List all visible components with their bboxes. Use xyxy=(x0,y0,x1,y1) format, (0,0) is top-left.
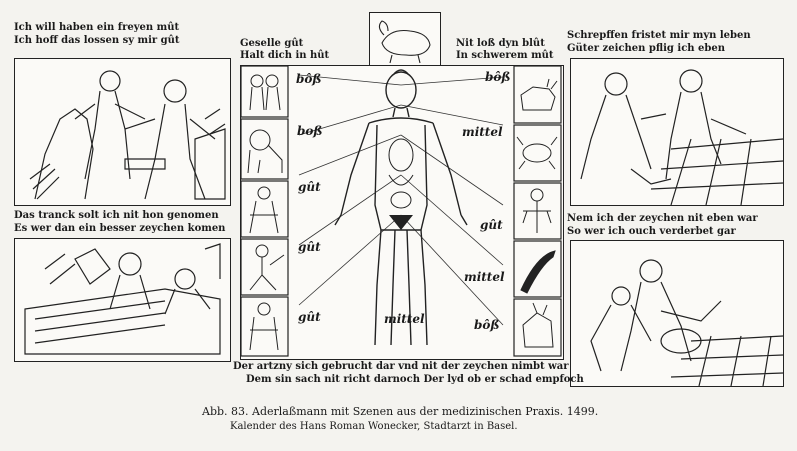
zodiac-libra-icon xyxy=(522,188,552,233)
zodiac-capricorn-icon xyxy=(522,302,554,348)
bloodletting-scene-illustration xyxy=(29,70,226,200)
figure-caption-line2: Kalender des Hans Roman Wonecker, Stadta… xyxy=(230,421,518,432)
bloodletting-man-frame xyxy=(240,65,564,360)
label-mittel-right-lower: mittel xyxy=(464,270,505,284)
verse-bottom-1: Der artzny sich gebrucht dar vnd nit der… xyxy=(233,361,569,372)
label-gut-left-2: gût xyxy=(298,240,321,254)
label-bos-bottom-right: bôß xyxy=(474,318,500,332)
verse-top-right-2: Güter zeichen pflig ich eben xyxy=(567,43,726,54)
label-gut-bottom-left: gût xyxy=(298,310,321,324)
verse-center-left-1: Geselle gût xyxy=(240,38,304,49)
verse-bottom-2: Dem sin sach nit richt darnoch Der lyd o… xyxy=(246,374,584,385)
label-bos-top-left: bôß xyxy=(296,72,322,86)
zodiac-sagittarius-icon xyxy=(249,244,285,291)
zodiac-left-svg xyxy=(240,65,289,357)
loincloth xyxy=(389,215,413,230)
scene-cupping-panel xyxy=(570,58,784,206)
cupping-scene-illustration xyxy=(580,69,783,205)
zodiac-right-svg xyxy=(513,65,562,357)
physician-scene-illustration xyxy=(590,259,783,386)
verse-top-left-2: Ich hoff das lossen sy mir gût xyxy=(14,35,180,46)
sickbed-scene-illustration xyxy=(24,243,221,355)
zodiac-aquarius-icon xyxy=(249,302,279,351)
zodiac-gemini-icon xyxy=(249,74,281,111)
label-gut-left-1: gût xyxy=(298,180,321,194)
verse-mid-right-1: Nem ich der zeychen nit eben war xyxy=(567,213,758,224)
scene-sickbed-panel xyxy=(14,238,231,362)
internal-organs xyxy=(388,138,414,209)
verse-top-left-1: Ich will haben ein freyen mût xyxy=(14,22,180,33)
label-mittel-right-upper: mittel xyxy=(462,125,503,139)
zodiac-column-left xyxy=(240,65,289,358)
scene-bloodletting-panel xyxy=(14,58,231,206)
zodiac-column-right xyxy=(513,65,562,358)
label-bos-top-right: bôß xyxy=(485,70,511,84)
figure-caption-line1: Abb. 83. Aderlaßmann mit Szenen aus der … xyxy=(202,405,599,418)
verse-mid-left-2: Es wer dan ein besser zeychen komen xyxy=(14,223,226,234)
zodiac-virgo-icon xyxy=(249,186,279,234)
verse-center-right-1: Nit loß dyn blût xyxy=(456,38,545,49)
bloodletting-man-svg xyxy=(298,69,504,346)
zodiac-taurus-icon xyxy=(520,78,558,111)
verse-mid-right-2: So wer ich ouch verderbet gar xyxy=(567,226,736,237)
zodiac-cancer-icon xyxy=(516,136,558,170)
verse-mid-left-1: Das tranck solt ich nit hon genomen xyxy=(14,210,219,221)
verse-center-right-2: In schwerem mût xyxy=(456,50,554,61)
zodiac-aries-icon xyxy=(378,20,431,64)
label-bos-left: boß xyxy=(297,124,323,138)
zodiac-aries-panel xyxy=(369,12,441,66)
zodiac-scorpio-icon xyxy=(520,250,556,294)
verse-center-left-2: Halt dich in hût xyxy=(240,50,330,61)
zodiac-leo-icon xyxy=(247,129,283,174)
vein-lines xyxy=(298,74,504,326)
scene-physician-panel xyxy=(570,240,784,387)
bloodletting-man-figure xyxy=(289,65,513,358)
verse-top-right-1: Schrepffen fristet mir myn leben xyxy=(567,30,751,41)
label-mittel-center: mittel xyxy=(384,312,425,326)
label-gut-right: gût xyxy=(480,218,503,232)
